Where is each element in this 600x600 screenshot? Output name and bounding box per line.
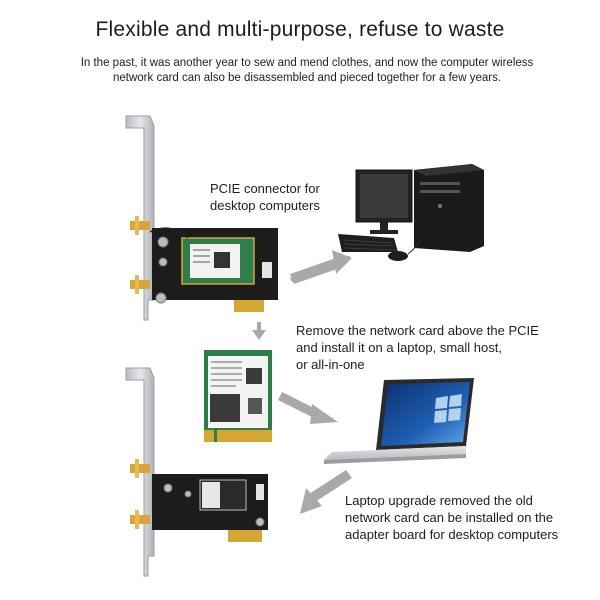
pcie-adapter-with-card bbox=[125, 115, 278, 321]
arrow-down bbox=[252, 322, 266, 340]
intro-line-1: In the past, it was another year to sew … bbox=[80, 57, 534, 69]
caption-remove-line-1: Remove the network card above the PCIE bbox=[296, 323, 539, 338]
caption-pcie-line-2: desktop computers bbox=[210, 198, 320, 213]
bottom-gold-fingers bbox=[228, 530, 262, 542]
screw-top-1 bbox=[157, 236, 169, 248]
antenna-connector-1 bbox=[130, 216, 150, 235]
caption-remove-line-3: or all-in-one bbox=[296, 357, 365, 372]
top-header bbox=[262, 262, 272, 278]
arrow-to-laptop bbox=[278, 392, 338, 424]
page-title: Flexible and multi-purpose, refuse to wa… bbox=[95, 18, 505, 41]
arrow-to-desktop bbox=[290, 250, 352, 284]
laptop-computer bbox=[324, 378, 474, 464]
intro-text: In the past, it was another year to sew … bbox=[62, 56, 552, 86]
antenna-connector-3 bbox=[130, 459, 150, 478]
intro-line-2: network card can also be disassembled an… bbox=[112, 72, 502, 84]
m2-wifi-card bbox=[204, 350, 272, 442]
caption-laptop-line-2: network card can be installed on the bbox=[345, 510, 554, 525]
antenna-connector-2 bbox=[130, 275, 150, 294]
screw-top-2 bbox=[158, 257, 168, 267]
caption-remove-line-2: and install it on a laptop, small host, bbox=[296, 340, 502, 355]
top-gold-fingers bbox=[234, 300, 264, 312]
caption-pcie-line-1: PCIE connector for bbox=[210, 181, 320, 196]
desktop-computer bbox=[338, 164, 484, 261]
caption-laptop-line-1: Laptop upgrade removed the old bbox=[345, 493, 533, 508]
caption-laptop-line-3: adapter board for desktop computers bbox=[345, 527, 559, 542]
caption-pcie: PCIE connector for desktop computers bbox=[210, 180, 320, 214]
screw-top-3 bbox=[155, 292, 167, 304]
top-bracket bbox=[125, 115, 155, 321]
antenna-connector-4 bbox=[130, 510, 150, 529]
pcie-adapter-empty bbox=[125, 367, 268, 577]
caption-remove: Remove the network card above the PCIE a… bbox=[296, 322, 539, 373]
caption-laptop: Laptop upgrade removed the old network c… bbox=[345, 492, 558, 543]
arrow-to-bottom-board bbox=[300, 470, 352, 514]
